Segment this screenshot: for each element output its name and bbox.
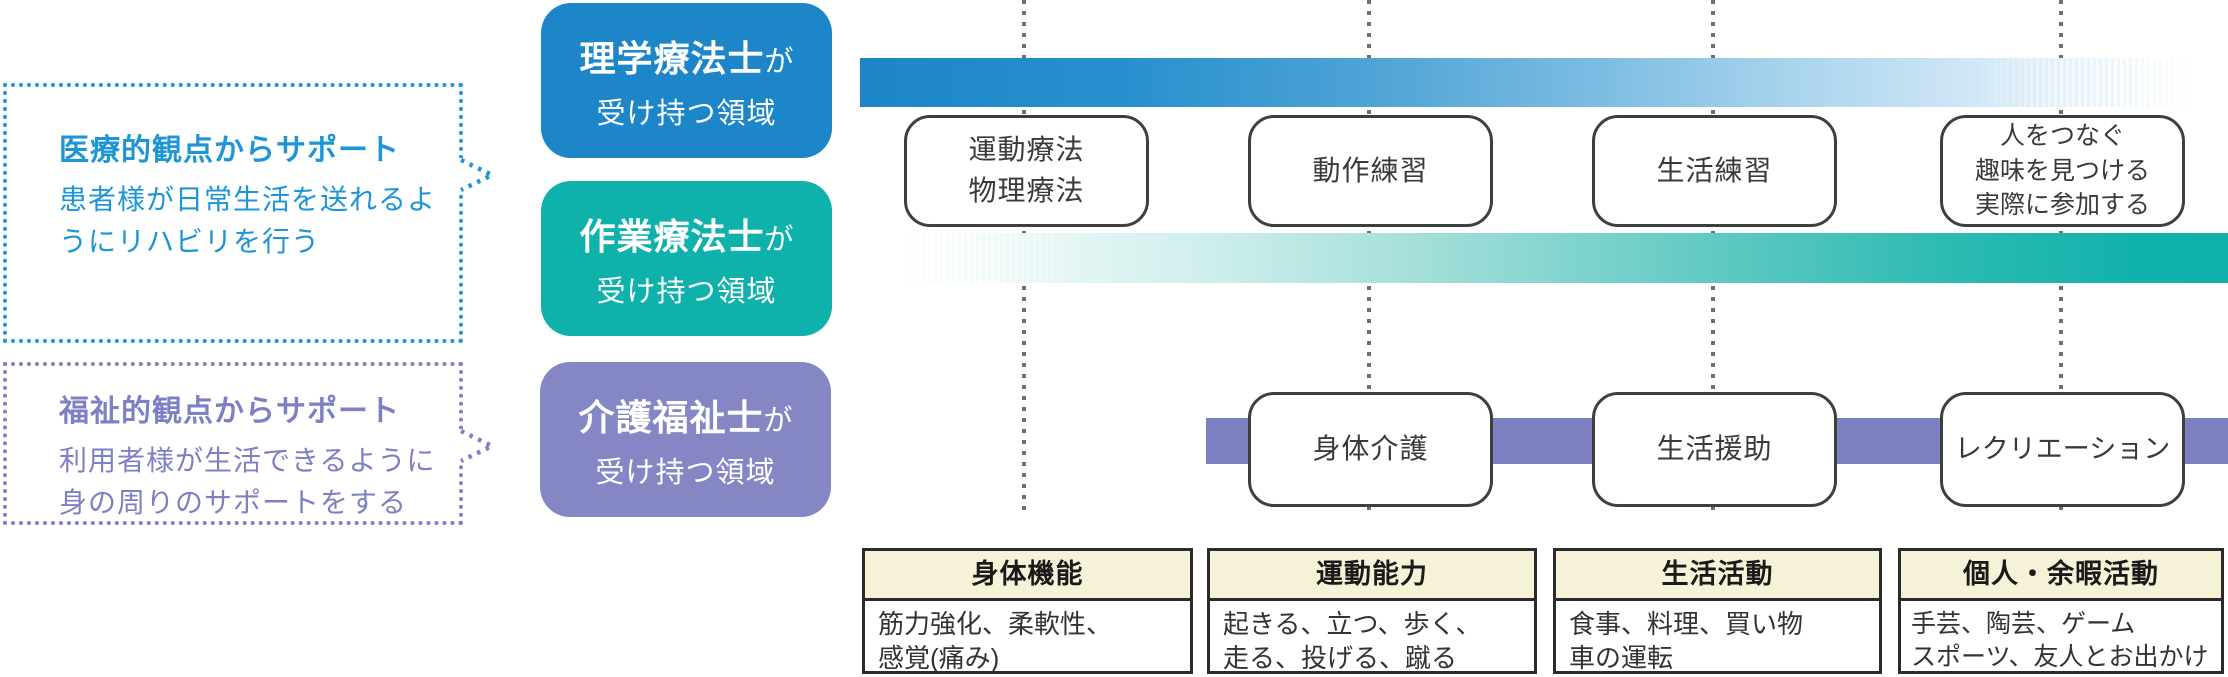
activity-box-physical-care: 身体介護 (1248, 392, 1493, 507)
care-worker-role-box: 介護福祉士が 受け持つ領域 (540, 362, 831, 517)
bubble-pointer-gap (455, 158, 467, 192)
category-body: 筋力強化、柔軟性、 感覚(痛み) (878, 609, 1113, 673)
activity-box-exercise-therapy: 運動療法 物理療法 (904, 115, 1149, 227)
activity-box-daily-life-practice: 生活練習 (1592, 115, 1837, 227)
welfare-support-description: 利用者様が生活できるように 身の周りのサポートをする (59, 445, 436, 518)
welfare-support-bubble: 福祉的観点からサポート 利用者様が生活できるように 身の周りのサポートをする (3, 362, 463, 525)
activity-box-recreation: レクリエーション (1940, 392, 2185, 507)
role-scope-label: 受け持つ領域 (596, 97, 777, 130)
category-body: 手芸、陶芸、ゲーム スポーツ、友人とお出かけ (1911, 610, 2209, 671)
pt-scope-gradient-bar (860, 58, 2190, 107)
activity-box-social-participation: 人をつなぐ 趣味を見つける 実際に参加する (1940, 115, 2185, 227)
role-name: 作業療法士 (579, 215, 765, 257)
medical-bubble-pointer-icon (460, 157, 498, 193)
category-header: 個人・余暇活動 (1901, 551, 2221, 601)
category-column-personal-leisure: 個人・余暇活動 手芸、陶芸、ゲーム スポーツ、友人とお出かけ (1898, 548, 2224, 674)
activity-box-motion-practice: 動作練習 (1248, 115, 1493, 227)
medical-support-bubble: 医療的観点からサポート 患者様が日常生活を送れるよ うにリハビリを行う (3, 83, 463, 343)
category-column-body-function: 身体機能 筋力強化、柔軟性、 感覚(痛み) (862, 548, 1193, 674)
welfare-support-title: 福祉的観点からサポート (59, 395, 400, 428)
category-body: 食事、料理、買い物 車の運転 (1569, 609, 1804, 673)
category-header: 身体機能 (865, 551, 1190, 601)
category-body: 起きる、立つ、歩く、 走る、投げる、蹴る (1223, 609, 1482, 673)
category-column-motor-ability: 運動能力 起きる、立つ、歩く、 走る、投げる、蹴る (1207, 548, 1537, 674)
category-header: 運動能力 (1210, 551, 1534, 601)
category-header: 生活活動 (1556, 551, 1879, 601)
role-scope-label: 受け持つ領域 (595, 456, 776, 489)
medical-support-title: 医療的観点からサポート (59, 134, 400, 167)
physical-therapist-role-box: 理学療法士が 受け持つ領域 (541, 3, 832, 158)
role-name: 介護福祉士 (578, 396, 764, 438)
bubble-pointer-gap (455, 429, 467, 463)
welfare-bubble-pointer-icon (460, 428, 498, 464)
role-name: 理学療法士 (579, 37, 765, 79)
category-column-daily-activity: 生活活動 食事、料理、買い物 車の運転 (1553, 548, 1882, 674)
role-scope-label: 受け持つ領域 (596, 275, 777, 308)
occupational-therapist-role-box: 作業療法士が 受け持つ領域 (541, 181, 832, 336)
activity-box-life-assistance: 生活援助 (1592, 392, 1837, 507)
medical-support-description: 患者様が日常生活を送れるよ うにリハビリを行う (59, 184, 437, 257)
ot-scope-gradient-bar (895, 233, 2228, 283)
